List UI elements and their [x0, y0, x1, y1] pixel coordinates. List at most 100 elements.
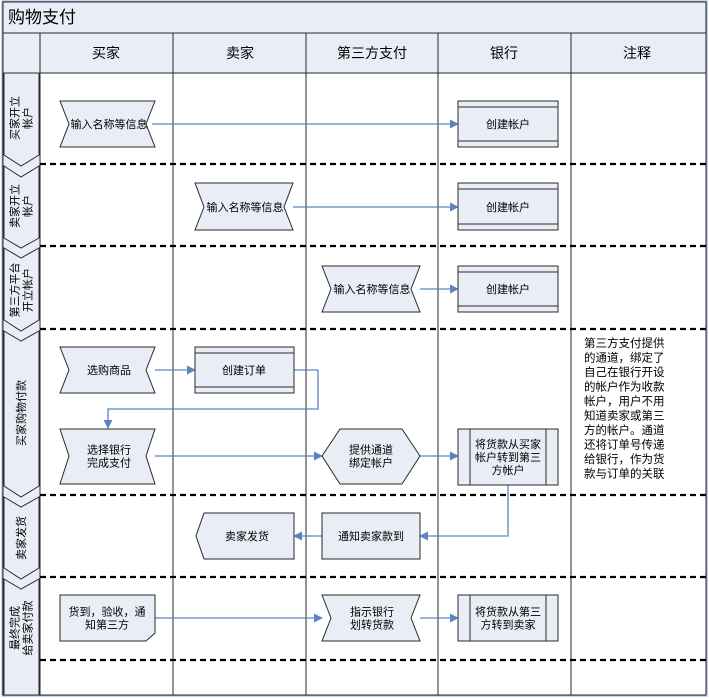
text-line: 输入名称等信息: [71, 117, 148, 131]
node-select-bank: 选择银行完成支付: [59, 428, 156, 485]
phase-label-final-payment: 最终完成给卖家付款: [8, 601, 35, 656]
node-transfer-to-seller: 将货款从第三方转到卖家: [457, 594, 559, 642]
title-bar: [2, 1, 707, 34]
node-label: 创建帐户: [486, 117, 530, 131]
text-line: 帐户转到第三: [475, 450, 541, 464]
column-header-notes: 注释: [623, 46, 651, 62]
phase-chevron-2: [3, 165, 40, 249]
text-line: 输入名称等信息: [207, 200, 284, 214]
column-header-bank: 银行: [490, 46, 518, 62]
node-label: 输入名称等信息: [334, 282, 411, 296]
node-select-goods: 选购商品: [59, 346, 156, 394]
node-bank-create-account-3: 创建帐户: [457, 265, 559, 313]
node-seller-input: 输入名称等信息: [194, 182, 294, 231]
node-bank-create-account-1: 创建帐户: [457, 100, 559, 148]
phase-chevron-6: [3, 578, 40, 696]
phase-label-buyer-purchase: 买家购物付款: [14, 380, 28, 446]
text-line: 第三方支付提供: [584, 336, 665, 350]
node-provide-channel: 提供通道绑定帐户: [321, 428, 421, 485]
text-line: 给银行，作为货: [584, 452, 665, 466]
phase-label-line: 卖家开立: [8, 184, 22, 228]
phase-label-line: 买家购物付款: [14, 380, 28, 446]
connectors: [103, 119, 509, 623]
text-line: 选择银行: [87, 443, 131, 457]
node-seller-ship: 卖家发货: [195, 512, 295, 560]
text-line: 将货款从买家: [475, 437, 541, 451]
text-line: 通知卖家款到: [338, 529, 404, 543]
phase-labels: 买家开立帐户 卖家开立帐户 第三方平台开立帐户 买家购物付款 卖家发货 最终完成…: [3, 72, 40, 696]
text-line: 方转到卖家: [481, 618, 536, 632]
phase-chevron-1: [3, 72, 40, 167]
node-label: 将货款从买家帐户转到第三方帐户: [475, 437, 541, 477]
node-label: 创建订单: [222, 363, 266, 377]
node-instruct-bank: 指示银行划转货款: [321, 594, 421, 642]
column-header-third-party: 第三方支付: [337, 45, 407, 62]
text-line: 自己在银行开设: [584, 365, 665, 379]
text-line: 选购商品: [87, 363, 131, 377]
phase-label-line: 买家开立: [8, 96, 22, 140]
node-label: 通知卖家款到: [338, 529, 404, 543]
node-bank-create-account-2: 创建帐户: [457, 182, 559, 231]
phase-label-line: 开立帐户: [21, 268, 35, 312]
text-line: 的帐户作为收款: [584, 380, 665, 394]
node-label: 卖家发货: [225, 529, 269, 543]
node-label: 创建帐户: [486, 282, 530, 296]
node-label: 选择银行完成支付: [87, 443, 131, 470]
phase-separators: [40, 162, 706, 662]
phase-label-line: 第三方平台: [8, 263, 22, 318]
text-line: 创建订单: [222, 363, 266, 377]
node-label: 提供通道绑定帐户: [349, 443, 393, 470]
node-label: 将货款从第三方转到卖家: [475, 605, 541, 632]
phase-label-platform-account: 第三方平台开立帐户: [8, 263, 35, 318]
phase-chevron-5: [3, 496, 40, 580]
text-line: 创建帐户: [486, 200, 530, 214]
text-line: 方帐户: [492, 463, 525, 477]
text-line: 完成支付: [87, 456, 131, 470]
text-line: 划转货款: [350, 618, 394, 632]
phase-label-line: 最终完成: [8, 606, 22, 650]
text-line: 方的帐户。通道: [584, 423, 665, 437]
phase-chevron-4: [3, 330, 40, 498]
column-header-seller: 卖家: [226, 45, 254, 62]
column-dividers: [40, 33, 707, 696]
text-line: 指示银行: [350, 605, 394, 619]
text-line: 绑定帐户: [349, 456, 393, 470]
node-notify-seller: 通知卖家款到: [321, 512, 421, 560]
text-line: 卖家发货: [225, 529, 269, 543]
phase-label-line: 帐户: [21, 195, 35, 217]
text-line: 的通道，绑定了: [584, 351, 665, 365]
node-buyer-confirm: 货到，验收，通知第三方: [59, 594, 156, 642]
phase-chevron-3: [3, 247, 40, 332]
node-platform-input: 输入名称等信息: [321, 265, 421, 313]
phase-label-buyer-account: 买家开立帐户: [8, 96, 35, 140]
text-line: 帐户，用户不用: [584, 394, 665, 408]
phase-label-line: 帐户: [21, 107, 35, 129]
text-line: 将货款从第三: [475, 605, 541, 619]
node-label: 输入名称等信息: [71, 117, 148, 131]
phase-label-line: 给卖家付款: [21, 601, 35, 656]
phase-label-line: 卖家发货: [14, 516, 28, 560]
diagram-title: 购物支付: [8, 8, 76, 28]
text-line: 知道卖家或第三: [584, 409, 665, 423]
arrow-order-to-select-bank: [103, 369, 319, 429]
phase-label-seller-account: 卖家开立帐户: [8, 184, 35, 228]
arrow-transfer-to-notify: [419, 485, 509, 541]
column-headers: 买家 卖家 第三方支付 银行 注释: [39, 32, 707, 74]
node-label: 选购商品: [87, 363, 131, 377]
column-header-buyer: 买家: [92, 45, 120, 62]
text-line: 货到，验收，通: [69, 605, 146, 619]
text-line: 创建帐户: [486, 117, 530, 131]
node-label: 指示银行划转货款: [350, 605, 394, 632]
node-transfer-to-platform: 将货款从买家帐户转到第三方帐户: [457, 428, 559, 486]
node-label: 创建帐户: [486, 200, 530, 214]
annotation-note: 第三方支付提供的通道，绑定了自己在银行开设的帐户作为收款帐户，用户不用知道卖家或…: [584, 336, 665, 481]
text-line: 还将订单号传递: [584, 438, 665, 452]
text-line: 输入名称等信息: [334, 282, 411, 296]
node-label: 输入名称等信息: [207, 200, 284, 214]
node-label: 货到，验收，通知第三方: [69, 605, 146, 632]
phase-label-seller-ship: 卖家发货: [14, 516, 28, 560]
node-create-order: 创建订单: [194, 346, 295, 394]
text-line: 创建帐户: [486, 282, 530, 296]
